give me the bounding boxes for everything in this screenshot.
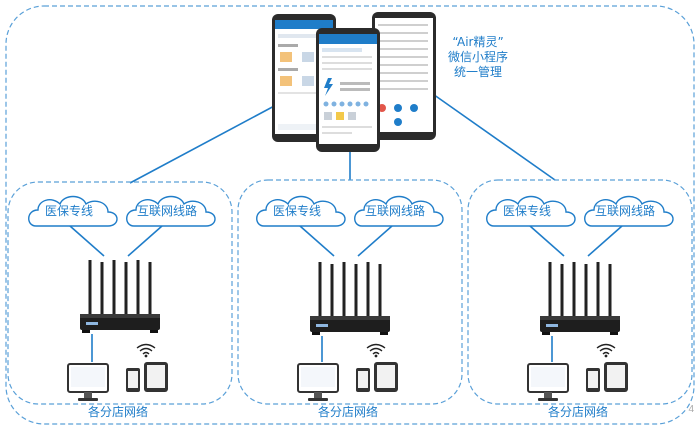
outer-boundary	[5, 5, 695, 425]
branch-3-router	[538, 260, 622, 337]
branch-2: 医保专线 互联网线路 各分店网络	[237, 179, 463, 419]
branch-2-router	[308, 260, 392, 337]
branch-1-cloud-left-label: 医保专线	[45, 203, 93, 218]
branch-2-mobile-devices	[356, 362, 398, 392]
branch-3-desktop	[527, 363, 569, 402]
branch-3-cloud-left-label: 医保专线	[503, 203, 551, 218]
uplink-lines	[129, 91, 556, 184]
branch-3-cloud-right-label: 互联网线路	[595, 203, 655, 218]
mini-program-phones	[272, 12, 436, 152]
branch-1-cloud-right-label: 互联网线路	[137, 203, 197, 218]
branch-3: 医保专线 互联网线路 各分店网络	[467, 179, 693, 419]
central-title-line1: “Air精灵”	[452, 35, 503, 49]
branch-3-wifi-icon	[596, 343, 616, 359]
phone-right	[372, 12, 436, 140]
branch-2-wifi-icon	[366, 343, 386, 359]
branch-1: 医保专线 互联网线路 各分店网络	[7, 181, 233, 419]
branch-3-label: 各分店网络	[548, 404, 608, 419]
branch-2-label: 各分店网络	[318, 404, 378, 419]
branch-1-wifi-icon	[136, 343, 156, 359]
branch-1-boundary	[7, 181, 233, 405]
branch-1-desktop	[67, 363, 109, 402]
branch-1-mobile-devices	[126, 362, 168, 392]
phone-front	[316, 28, 380, 152]
central-title-line2: 微信小程序	[448, 49, 508, 64]
branch-2-cloud-right-label: 互联网线路	[365, 203, 425, 218]
central-title-line3: 统一管理	[454, 64, 502, 79]
branch-3-boundary	[467, 179, 693, 405]
branch-2-desktop	[297, 363, 339, 402]
branch-2-cloud-left-label: 医保专线	[273, 203, 321, 218]
branch-1-router	[78, 258, 162, 335]
branch-3-mobile-devices	[586, 362, 628, 392]
page-number: 4	[688, 404, 694, 415]
branch-1-label: 各分店网络	[88, 404, 148, 419]
branch-2-boundary	[237, 179, 463, 405]
